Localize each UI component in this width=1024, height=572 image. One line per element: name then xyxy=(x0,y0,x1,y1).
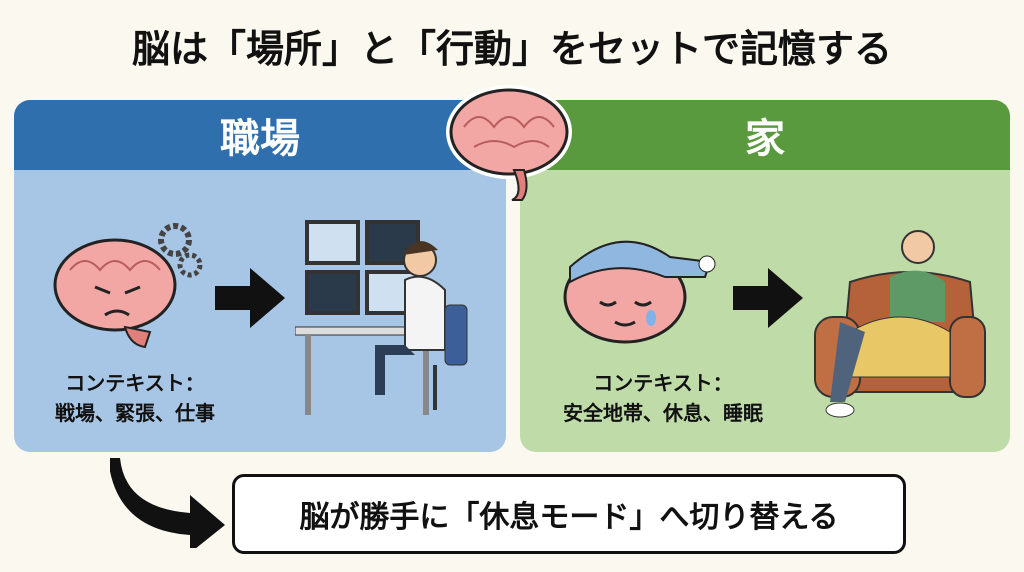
sleepy-brain-icon xyxy=(563,240,716,344)
home-header: 家 xyxy=(520,100,1010,170)
work-header: 職場 xyxy=(14,100,506,170)
arrow-right-icon xyxy=(215,268,285,328)
home-context-values: 安全地帯、休息、睡眠 xyxy=(563,401,763,425)
curved-arrow-icon xyxy=(110,458,225,548)
relaxing-person-illustration xyxy=(814,230,986,418)
center-brain-icon xyxy=(446,85,572,201)
page-title: 脳は「場所」と「行動」をセットで記憶する xyxy=(131,27,892,71)
conclusion-box: 脳が勝手に「休息モード」へ切り替える xyxy=(232,474,906,554)
work-context-label: コンテキスト： xyxy=(65,371,205,395)
home-context-label: コンテキスト： xyxy=(593,371,733,395)
office-worker-illustration xyxy=(295,220,468,415)
work-context-values: 戦場、緊張、仕事 xyxy=(55,401,215,425)
stressed-brain-icon xyxy=(53,223,203,349)
arrow-right-icon-2 xyxy=(733,268,803,328)
